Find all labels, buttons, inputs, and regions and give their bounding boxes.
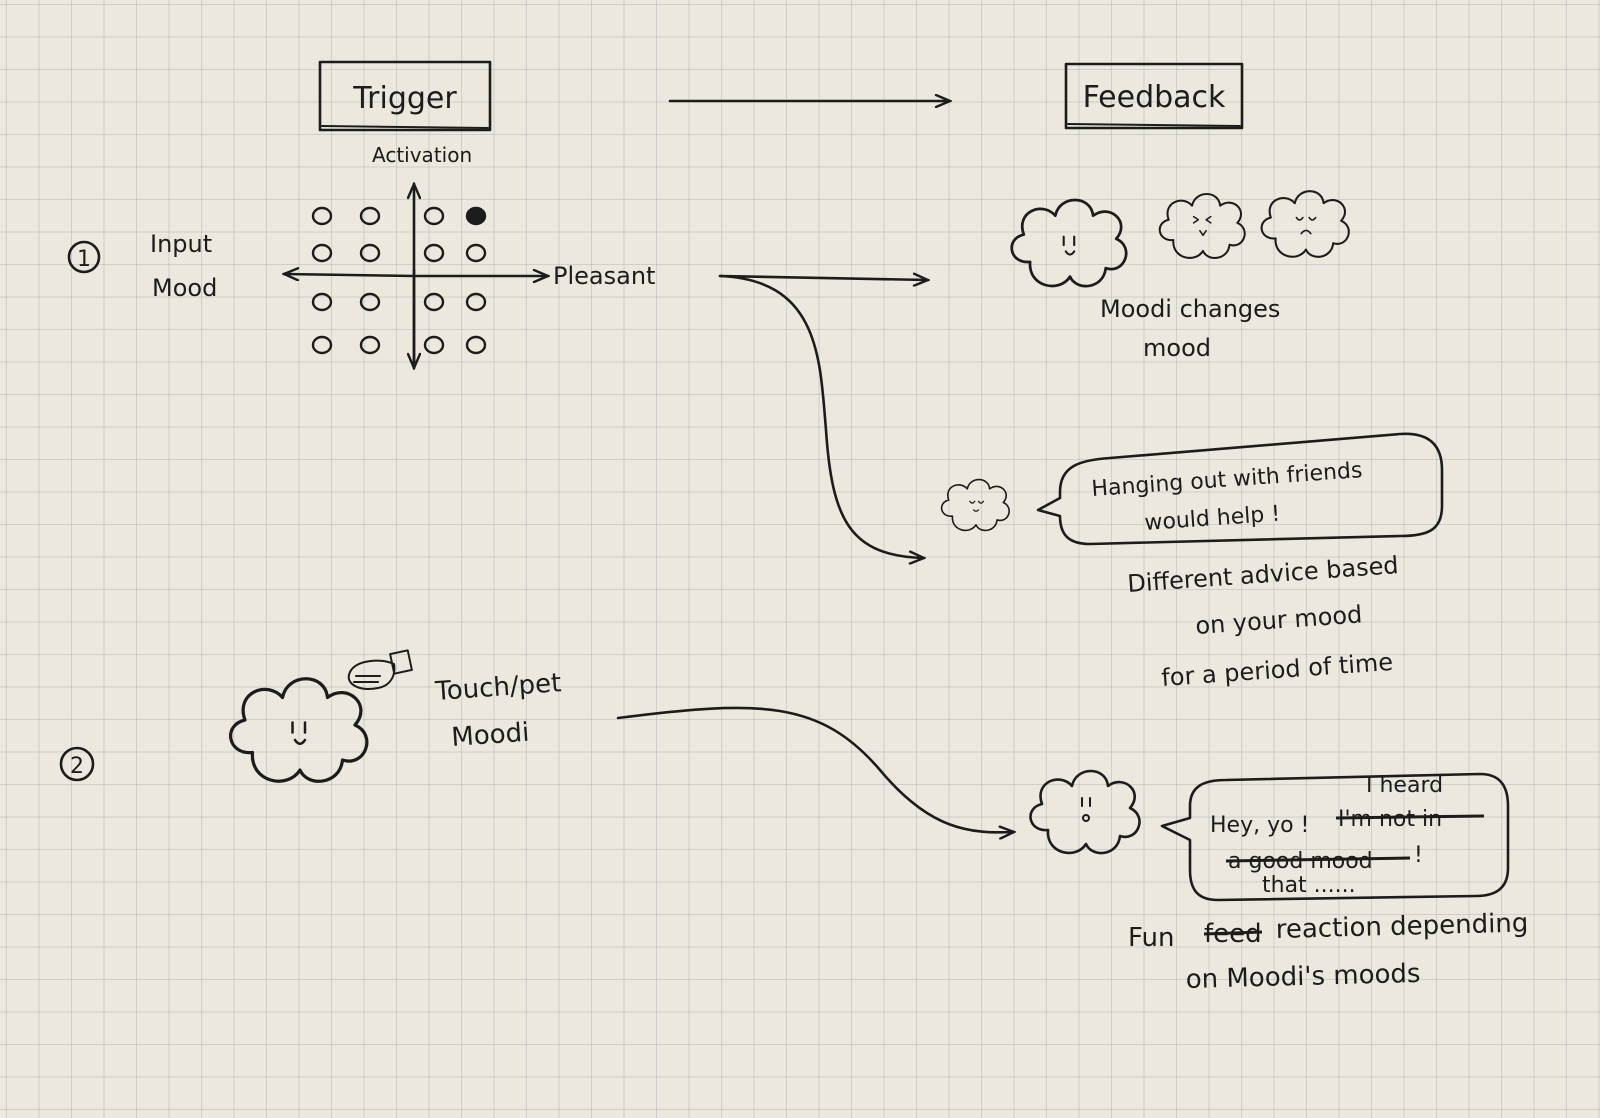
advice-caption-line1: Different advice based xyxy=(1126,551,1399,598)
mood-feedback-caption-line1: Moodi changes xyxy=(1100,295,1280,323)
input-mood-label-line2: Mood xyxy=(152,274,217,302)
mood-option[interactable] xyxy=(311,206,333,226)
section-1-number-text: 1 xyxy=(77,247,91,272)
touch-label-line2: Moodi xyxy=(450,718,530,753)
touch-to-reaction-arrow xyxy=(616,706,1014,832)
mood-option[interactable] xyxy=(359,335,381,355)
mood-to-feedback-arrow xyxy=(718,276,928,280)
trigger-header-box-shadow xyxy=(321,125,489,129)
advice-caption-line2: on your mood xyxy=(1194,600,1363,640)
section-2-number-text: 2 xyxy=(70,754,84,779)
reaction-bubble-insert: I heard xyxy=(1366,773,1443,798)
advice-bubble-line2: would help ! xyxy=(1144,502,1281,536)
input-mood-label-line1: Input xyxy=(150,230,212,258)
reaction-bubble-line3: that ...... xyxy=(1262,873,1356,898)
advice-bubble-outline xyxy=(1036,432,1444,546)
reaction-caption-prefix: Fun xyxy=(1128,923,1175,953)
section-1-number-circle xyxy=(67,240,101,274)
feedback-header: Feedback xyxy=(1064,62,1244,130)
trigger-header: Trigger xyxy=(318,60,492,132)
reaction-caption-rest: reaction depending xyxy=(1275,908,1528,945)
section-2-number: 2 xyxy=(59,746,95,782)
reaction-moodi-cloud xyxy=(1029,769,1141,855)
mood-option[interactable] xyxy=(465,335,487,355)
section-1-number: 1 xyxy=(67,240,101,274)
reaction-strikethrough-1 xyxy=(1335,814,1485,820)
advice-moodi-cloud xyxy=(940,478,1010,532)
moodi-upset-cloud xyxy=(1158,193,1246,260)
activation-axis-label: Activation xyxy=(372,143,472,167)
pleasant-axis-left-arrow xyxy=(284,274,416,276)
mood-option[interactable] xyxy=(311,335,333,355)
reaction-bubble-suffix: ! xyxy=(1414,843,1423,868)
advice-speech-bubble: Hanging out with friends would help ! xyxy=(1036,432,1444,546)
reaction-speech-bubble: Hey, yo ! I heard I'm not in a good mood… xyxy=(1160,772,1510,902)
reaction-bubble-struck-1: I'm not in xyxy=(1338,807,1442,832)
reaction-caption-strikethrough xyxy=(1203,930,1263,936)
section-2-number-circle xyxy=(59,746,95,782)
mood-axes xyxy=(284,184,548,368)
mood-option[interactable] xyxy=(465,292,487,312)
mood-feedback-caption-line2: mood xyxy=(1143,334,1211,362)
advice-bubble-line1: Hanging out with friends xyxy=(1091,458,1364,502)
mood-option[interactable] xyxy=(423,243,445,263)
mood-option[interactable] xyxy=(423,292,445,312)
reaction-caption-line2: on Moodi's moods xyxy=(1185,959,1420,995)
petted-moodi-cloud[interactable] xyxy=(229,677,369,783)
moodi-sad-cloud xyxy=(1260,190,1350,258)
reaction-bubble-outline xyxy=(1160,772,1510,902)
reaction-strikethrough-2 xyxy=(1225,856,1411,863)
mood-option-selected[interactable] xyxy=(465,206,487,226)
trigger-header-text: Trigger xyxy=(352,81,457,116)
petting-hand-icon xyxy=(347,649,413,690)
mood-option[interactable] xyxy=(311,292,333,312)
advice-caption-line3: for a period of time xyxy=(1160,648,1393,692)
mood-option[interactable] xyxy=(359,243,381,263)
mood-option[interactable] xyxy=(423,335,445,355)
pleasant-axis-label: Pleasant xyxy=(553,262,655,290)
mood-option[interactable] xyxy=(359,292,381,312)
trigger-header-box xyxy=(318,60,492,132)
touch-label-line1: Touch/pet xyxy=(433,668,562,707)
mood-option[interactable] xyxy=(359,206,381,226)
feedback-header-box xyxy=(1064,62,1244,130)
feedback-header-text: Feedback xyxy=(1083,80,1226,115)
mood-option[interactable] xyxy=(465,243,487,263)
reaction-bubble-prefix: Hey, yo ! xyxy=(1210,813,1309,838)
moodi-happy-cloud xyxy=(1010,198,1128,288)
mood-to-advice-arrow xyxy=(718,274,924,558)
mood-option[interactable] xyxy=(423,206,445,226)
feedback-header-box-shadow xyxy=(1067,123,1241,127)
mood-option[interactable] xyxy=(311,243,333,263)
mood-selection-grid[interactable] xyxy=(311,206,487,355)
